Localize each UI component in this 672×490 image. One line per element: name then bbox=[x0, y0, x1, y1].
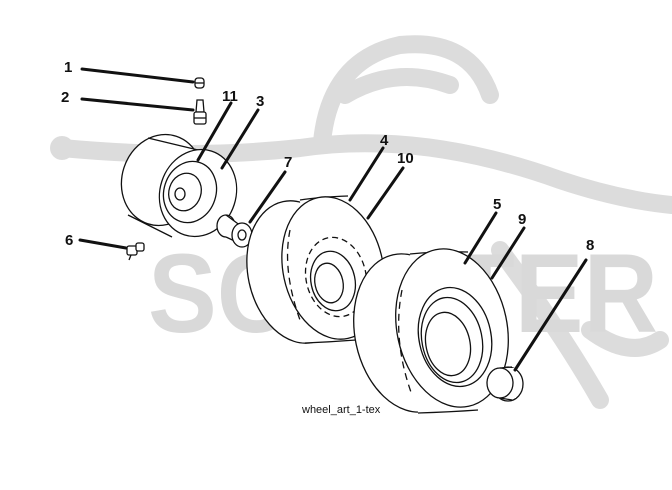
callout-4: 4 bbox=[380, 132, 389, 149]
callout-labels: 1 2 11 3 7 4 10 6 5 9 8 bbox=[61, 59, 594, 254]
callout-2: 2 bbox=[61, 89, 69, 106]
watermark-dot bbox=[50, 136, 74, 160]
front-tire-part bbox=[246, 195, 385, 344]
leader-line-4 bbox=[348, 146, 385, 202]
callout-6: 6 bbox=[65, 232, 73, 249]
parts bbox=[120, 77, 524, 414]
callout-3: 3 bbox=[256, 93, 264, 110]
rim-part bbox=[120, 133, 238, 238]
rear-tire-part bbox=[353, 248, 509, 414]
callout-8: 8 bbox=[586, 237, 594, 254]
valve-stem-part bbox=[193, 99, 207, 125]
callout-7: 7 bbox=[284, 154, 292, 171]
leader-line-9 bbox=[490, 226, 526, 280]
leader-line-5 bbox=[463, 211, 498, 265]
callout-11: 11 bbox=[222, 88, 238, 105]
leader-line-7 bbox=[248, 170, 287, 224]
callout-5: 5 bbox=[493, 196, 501, 213]
callout-9: 9 bbox=[518, 211, 526, 228]
leader-lines bbox=[78, 67, 588, 372]
leader-line-10 bbox=[366, 166, 405, 220]
bushing-part bbox=[216, 214, 253, 248]
valve-cap-part bbox=[194, 77, 205, 89]
hub-cap-part bbox=[486, 366, 524, 402]
diagram-caption: wheel_art_1-tex bbox=[301, 404, 381, 416]
leader-line-6 bbox=[78, 238, 128, 250]
leader-line-3 bbox=[220, 108, 260, 170]
callout-1: 1 bbox=[64, 59, 72, 76]
grease-fitting-part bbox=[126, 242, 145, 261]
leader-line-11 bbox=[196, 101, 233, 162]
leader-line-2 bbox=[80, 97, 195, 112]
leader-line-1 bbox=[80, 67, 195, 84]
callout-10: 10 bbox=[397, 150, 414, 167]
leader-line-8 bbox=[513, 258, 588, 372]
